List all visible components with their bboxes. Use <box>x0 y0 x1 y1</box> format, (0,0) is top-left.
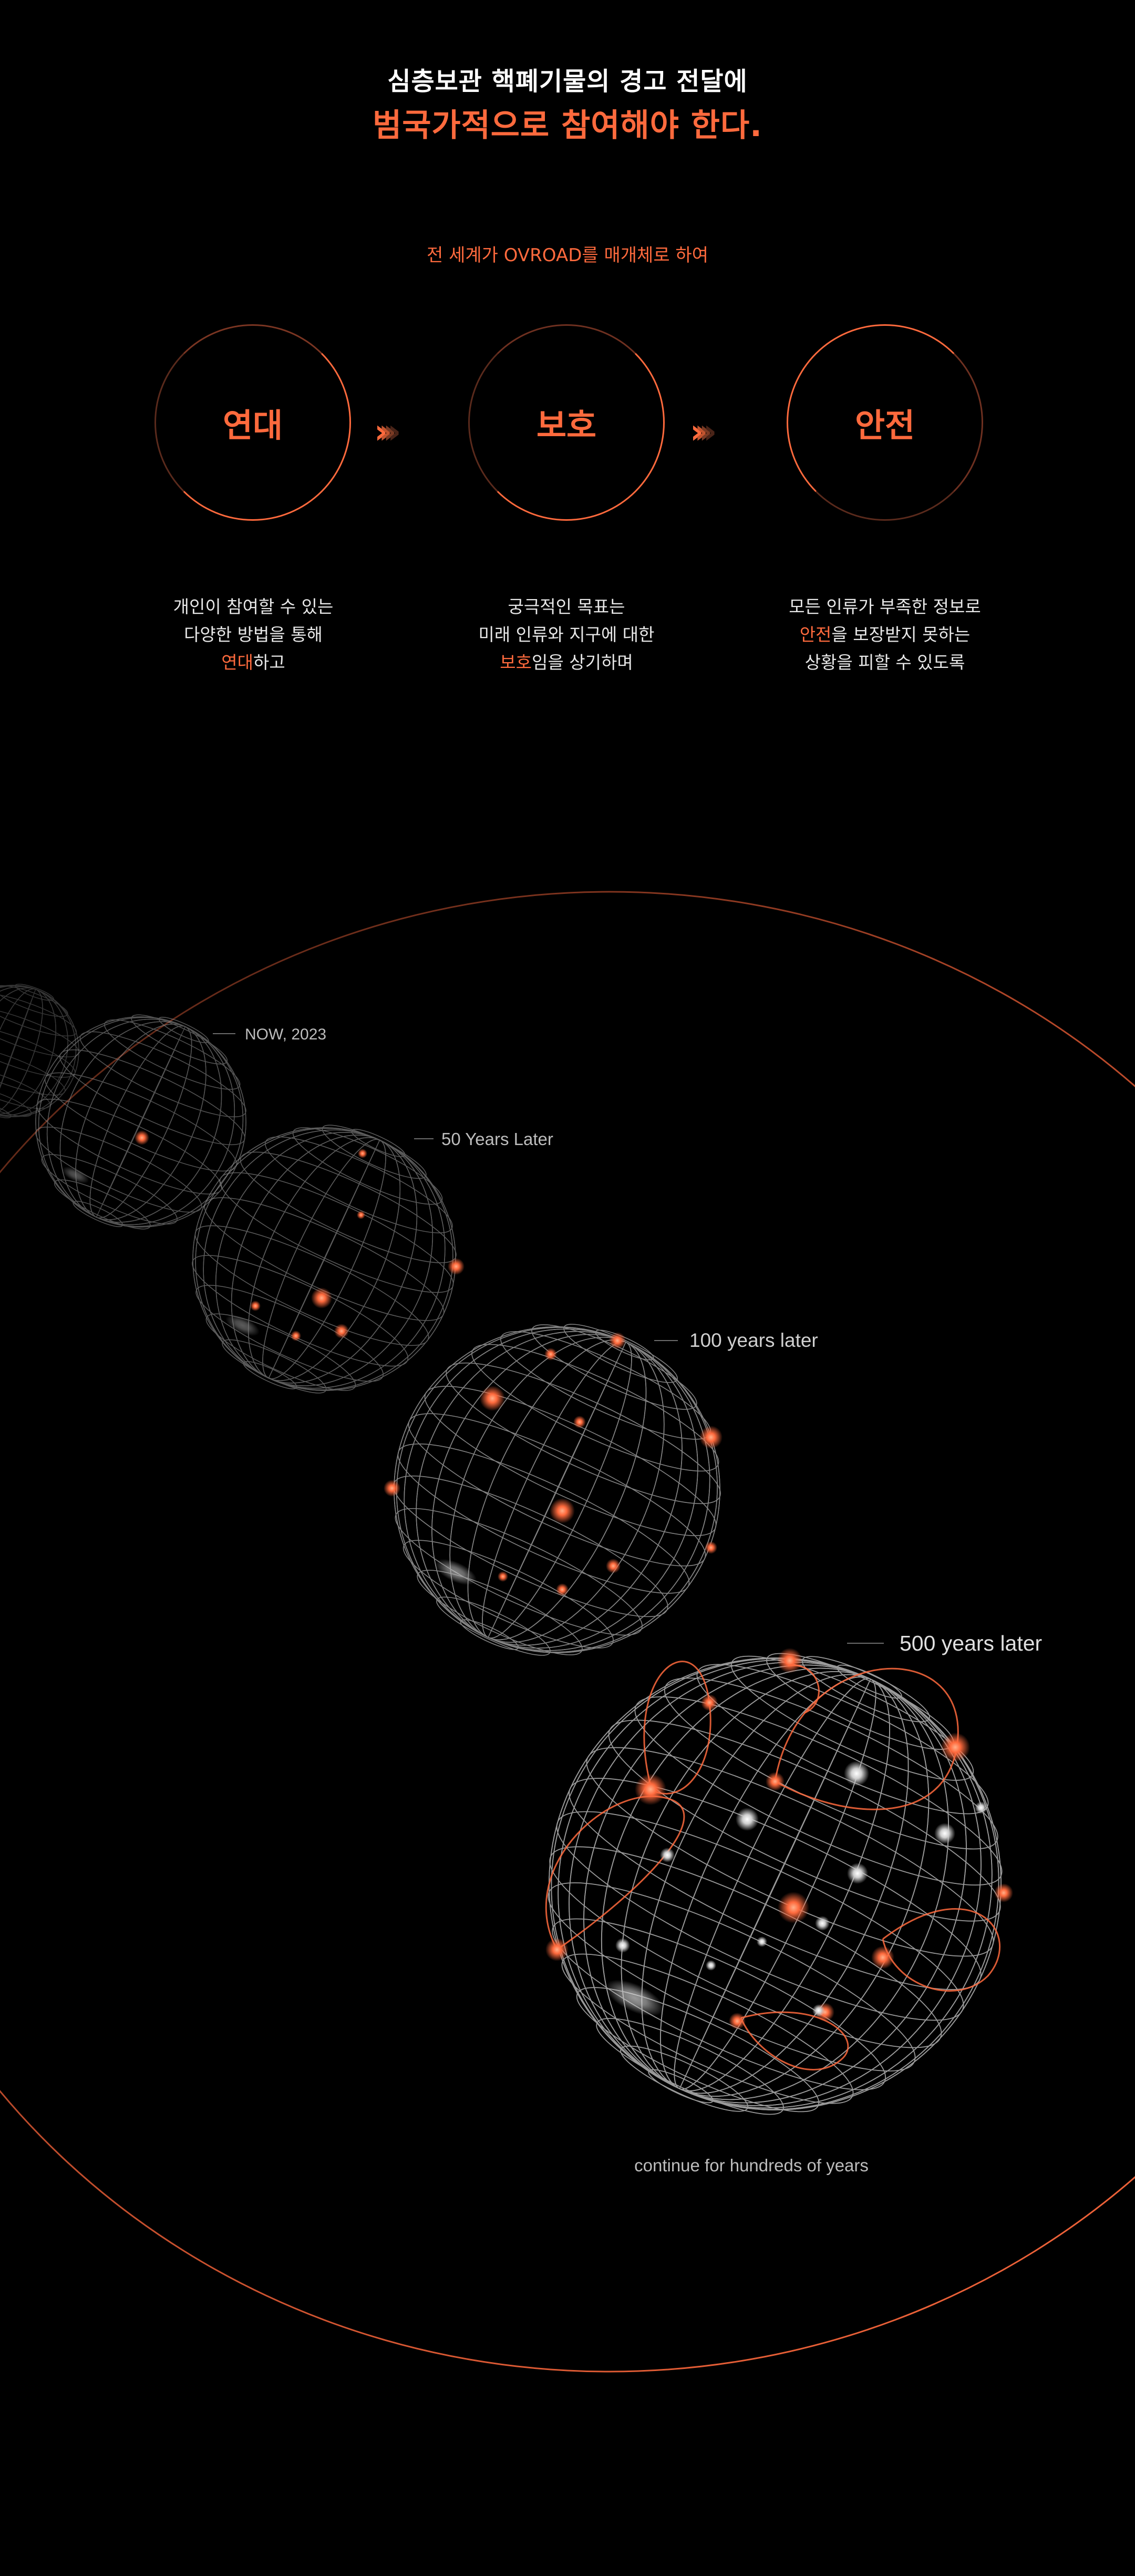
signal-dot <box>384 1480 400 1497</box>
orbit-arc <box>0 891 1135 2373</box>
signal-dot <box>334 1324 349 1338</box>
desc-line: 개인이 참여할 수 있는 <box>173 596 334 617</box>
signal-dot <box>766 1772 785 1791</box>
signal-dot <box>544 1348 557 1361</box>
signal-dot <box>615 1938 630 1953</box>
desc-line: 다양한 방법을 통해 <box>184 624 323 645</box>
signal-dot <box>736 1808 759 1831</box>
signal-dot <box>480 1386 505 1411</box>
signal-dot <box>556 1583 569 1596</box>
desc-line: 연대하고 <box>117 648 390 676</box>
label-100-years: 100 years later <box>689 1330 818 1351</box>
signal-dot <box>757 1936 767 1947</box>
desc-highlight: 안전 <box>799 624 832 645</box>
step-protection-circle: 보호 <box>468 324 665 521</box>
desc-tail: 을 보장받지 못하는 <box>831 624 971 645</box>
globe-past <box>0 984 80 1118</box>
signal-dot <box>844 1761 869 1786</box>
signal-dot <box>609 1332 626 1349</box>
signal-dot <box>311 1287 332 1308</box>
desc-line: 궁극적인 목표는 <box>508 596 625 617</box>
medium-subtitle: 전 세계가 OVROAD를 매개체로 하여 <box>427 245 708 266</box>
signal-dot <box>812 2004 825 2017</box>
desc-tail: 임을 상기하며 <box>532 652 633 673</box>
signal-dot <box>705 1541 717 1554</box>
signal-dot <box>291 1331 301 1341</box>
orbit-path <box>882 1908 1001 1992</box>
signal-dot <box>729 2013 746 2029</box>
step-solidarity-circle: 연대 <box>154 324 351 521</box>
step-safety-circle: 안전 <box>787 324 983 521</box>
globe-100-years <box>393 1324 721 1656</box>
globe-500-years <box>548 1653 1003 2115</box>
step-safety-title: 안전 <box>854 406 915 445</box>
desc-line: 보호임을 상기하며 <box>430 648 703 676</box>
label-50-years: 50 Years Later <box>441 1129 553 1149</box>
desc-highlight: 연대 <box>221 652 253 673</box>
label-now: NOW, 2023 <box>245 1026 326 1043</box>
signal-dot <box>975 1801 987 1814</box>
orbit-path <box>545 1795 685 1951</box>
step-solidarity-desc: 개인이 참여할 수 있는 다양한 방법을 통해 연대하고 <box>117 593 390 676</box>
label-500-years: 500 years later <box>900 1631 1042 1655</box>
signal-dot <box>994 1883 1013 1902</box>
signal-dot <box>941 1733 970 1762</box>
signal-dot <box>871 1946 894 1969</box>
desc-tail: 하고 <box>253 652 285 673</box>
signal-dot <box>635 1774 666 1805</box>
signal-dot <box>545 1938 569 1961</box>
orbit-path <box>774 1667 959 1810</box>
signal-dot <box>701 1694 718 1711</box>
signal-dot <box>135 1130 149 1145</box>
signal-dot <box>934 1823 955 1844</box>
signal-dot <box>498 1571 508 1582</box>
headline-line1: 심층보관 핵폐기물의 경고 전달에 <box>387 67 748 96</box>
signal-dot <box>550 1498 575 1523</box>
step-solidarity-title: 연대 <box>222 406 283 445</box>
signal-dot <box>778 1892 809 1923</box>
desc-line: 모든 인류가 부족한 정보로 <box>789 596 981 617</box>
globe-now <box>35 1014 246 1230</box>
signal-dot <box>699 1426 723 1449</box>
signal-dot <box>573 1416 586 1428</box>
desc-line: 미래 인류와 지구에 대한 <box>478 624 655 645</box>
desc-line: 안전을 보장받지 못하는 <box>748 621 1021 648</box>
signal-dot <box>606 1559 621 1573</box>
signal-dot <box>706 1960 716 1971</box>
step-protection-desc: 궁극적인 목표는 미래 인류와 지구에 대한 보호임을 상기하며 <box>430 593 703 676</box>
signal-dot <box>448 1258 465 1275</box>
signal-dot <box>660 1848 675 1862</box>
orbit-path <box>643 1661 711 1795</box>
step-protection-title: 보호 <box>536 406 597 445</box>
signal-dot <box>777 1648 802 1673</box>
signal-dot <box>250 1301 261 1311</box>
signal-dot <box>357 1211 365 1219</box>
desc-highlight: 보호 <box>500 652 532 673</box>
orbit-path <box>740 2011 849 2070</box>
desc-line: 상황을 피할 수 있도록 <box>804 652 965 673</box>
step-safety-desc: 모든 인류가 부족한 정보로 안전을 보장받지 못하는 상황을 피할 수 있도록 <box>748 593 1021 676</box>
globe-50-years <box>192 1125 457 1394</box>
headline-line2: 범국가적으로 참여해야 한다. <box>373 107 762 144</box>
signal-dot <box>847 1863 868 1884</box>
signal-dot <box>815 1916 830 1931</box>
signal-dot <box>358 1149 367 1158</box>
timeline-caption: continue for hundreds of years <box>634 2156 869 2175</box>
